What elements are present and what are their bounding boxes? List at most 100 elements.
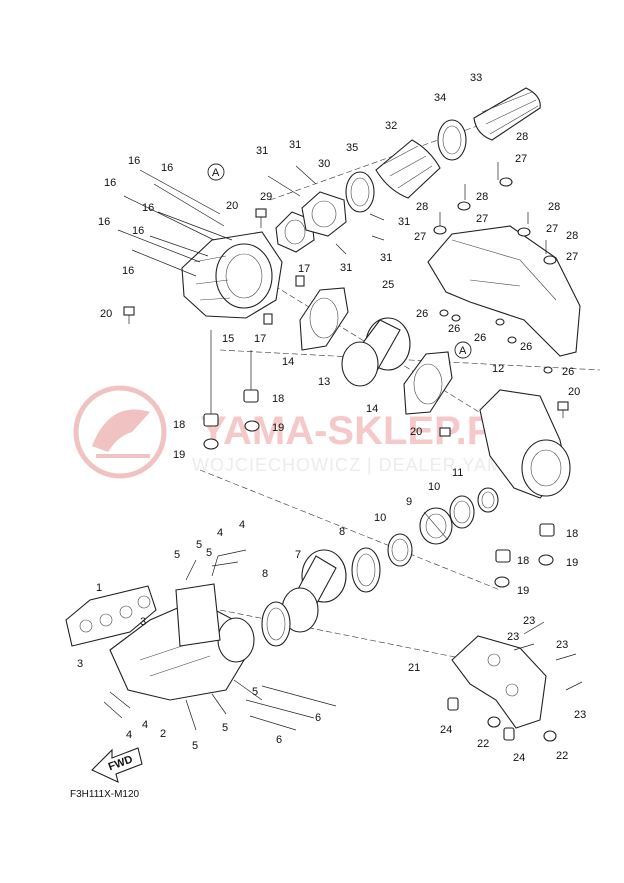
part-10-clamp-right <box>449 495 475 529</box>
label-16e: 16 <box>132 225 144 237</box>
svg-text:A: A <box>212 167 220 179</box>
label-29: 29 <box>260 191 272 203</box>
label-10: 10 <box>428 481 440 493</box>
label-12: 12 <box>492 363 504 375</box>
label-11: 11 <box>452 467 463 479</box>
label-23d: 23 <box>574 709 586 721</box>
label-31e: 31 <box>340 262 352 274</box>
part-14-gasket-upper <box>299 287 349 351</box>
label-19c: 19 <box>566 557 578 569</box>
label-31c: 31 <box>398 216 410 228</box>
label-30: 30 <box>318 158 330 170</box>
label-16f: 16 <box>98 216 110 228</box>
label-6: 6 <box>315 712 321 724</box>
bolt-20-upper <box>255 208 267 228</box>
label-26: 26 <box>416 308 428 320</box>
label-31d: 31 <box>380 252 392 264</box>
part-10-clamp-left <box>387 533 413 567</box>
label-1: 1 <box>96 582 102 594</box>
label-8b: 8 <box>262 568 268 580</box>
part-13-sleeve <box>341 317 411 387</box>
label-23b: 23 <box>507 631 519 643</box>
part-9-bellows <box>419 507 453 545</box>
bolt-20-left <box>123 306 135 324</box>
label-5f: 5 <box>252 686 258 698</box>
label-16b: 16 <box>161 162 173 174</box>
label-20: 20 <box>226 200 238 212</box>
label-16c: 16 <box>104 177 116 189</box>
label-34: 34 <box>434 92 446 104</box>
part-25-cover <box>427 225 581 357</box>
label-20c: 20 <box>410 426 422 438</box>
callout-a-top: A <box>207 163 225 181</box>
label-21: 21 <box>408 662 420 674</box>
watermark: YAMA-SKLEP.PL WOJCIECHOWICZ | DEALER YAM… <box>73 385 543 479</box>
bolts-23 <box>513 621 583 691</box>
label-19d: 19 <box>517 585 529 597</box>
label-32: 32 <box>385 120 397 132</box>
label-28: 28 <box>516 131 528 143</box>
label-5: 5 <box>174 549 180 561</box>
label-5e: 5 <box>222 722 228 734</box>
part-30-cover <box>301 191 347 237</box>
label-20d: 20 <box>568 386 580 398</box>
fwd-arrow-icon: FWD <box>91 747 143 783</box>
label-28b: 28 <box>476 191 488 203</box>
part-8-clamp-lower <box>261 601 291 647</box>
callout-a-right: A <box>454 341 472 359</box>
label-18b: 18 <box>173 419 185 431</box>
label-14: 14 <box>282 356 294 368</box>
watermark-sub-text: WOJCIECHOWICZ | DEALER YAMAHA <box>192 455 543 475</box>
label-16: 16 <box>128 155 140 167</box>
label-23c: 23 <box>556 639 568 651</box>
label-26e: 26 <box>562 366 574 378</box>
parts-22-24 <box>447 697 557 742</box>
label-17b: 17 <box>254 333 266 345</box>
label-2: 2 <box>160 728 166 740</box>
bolts-31 <box>267 165 385 255</box>
label-33: 33 <box>470 72 482 84</box>
label-4c: 4 <box>142 719 148 731</box>
label-27e: 27 <box>566 251 578 263</box>
part-7-sleeve <box>281 549 347 633</box>
pins-17 <box>263 275 305 325</box>
label-22b: 22 <box>556 750 568 762</box>
label-3b: 3 <box>77 658 83 670</box>
watermark-main-text: YAMA-SKLEP.PL <box>200 409 518 453</box>
part-1-gasket <box>65 585 157 647</box>
mounts-18-19 <box>203 330 555 588</box>
label-4: 4 <box>217 527 223 539</box>
label-7: 7 <box>295 549 301 561</box>
label-22: 22 <box>477 738 489 750</box>
bolt-20-right <box>439 401 569 437</box>
label-5d: 5 <box>192 740 198 752</box>
label-19b: 19 <box>173 449 185 461</box>
diagram-code: F3H111X-M120 <box>70 789 140 800</box>
label-16g: 16 <box>122 265 134 277</box>
label-26b: 26 <box>448 323 460 335</box>
part-21-bracket <box>451 635 547 729</box>
label-6b: 6 <box>276 734 282 746</box>
label-18c: 18 <box>566 528 578 540</box>
label-14b: 14 <box>366 403 378 415</box>
label-27b: 27 <box>476 213 488 225</box>
part-11-ring <box>477 487 499 513</box>
label-10b: 10 <box>374 512 386 524</box>
label-5c: 5 <box>206 547 212 559</box>
bolts-5 <box>185 555 263 731</box>
label-23: 23 <box>523 615 535 627</box>
label-13: 13 <box>318 376 330 388</box>
label-9: 9 <box>406 496 412 508</box>
part-35-clamp <box>345 171 375 213</box>
label-26c: 26 <box>474 332 486 344</box>
part-33-duct <box>473 87 541 141</box>
label-28d: 28 <box>548 201 560 213</box>
label-24: 24 <box>440 724 452 736</box>
part-34-clamp <box>437 119 467 161</box>
label-31b: 31 <box>289 139 301 151</box>
part-14-gasket-lower <box>403 351 453 415</box>
label-27: 27 <box>515 153 527 165</box>
label-5b: 5 <box>196 539 202 551</box>
label-18d: 18 <box>517 555 529 567</box>
label-15: 15 <box>222 333 234 345</box>
